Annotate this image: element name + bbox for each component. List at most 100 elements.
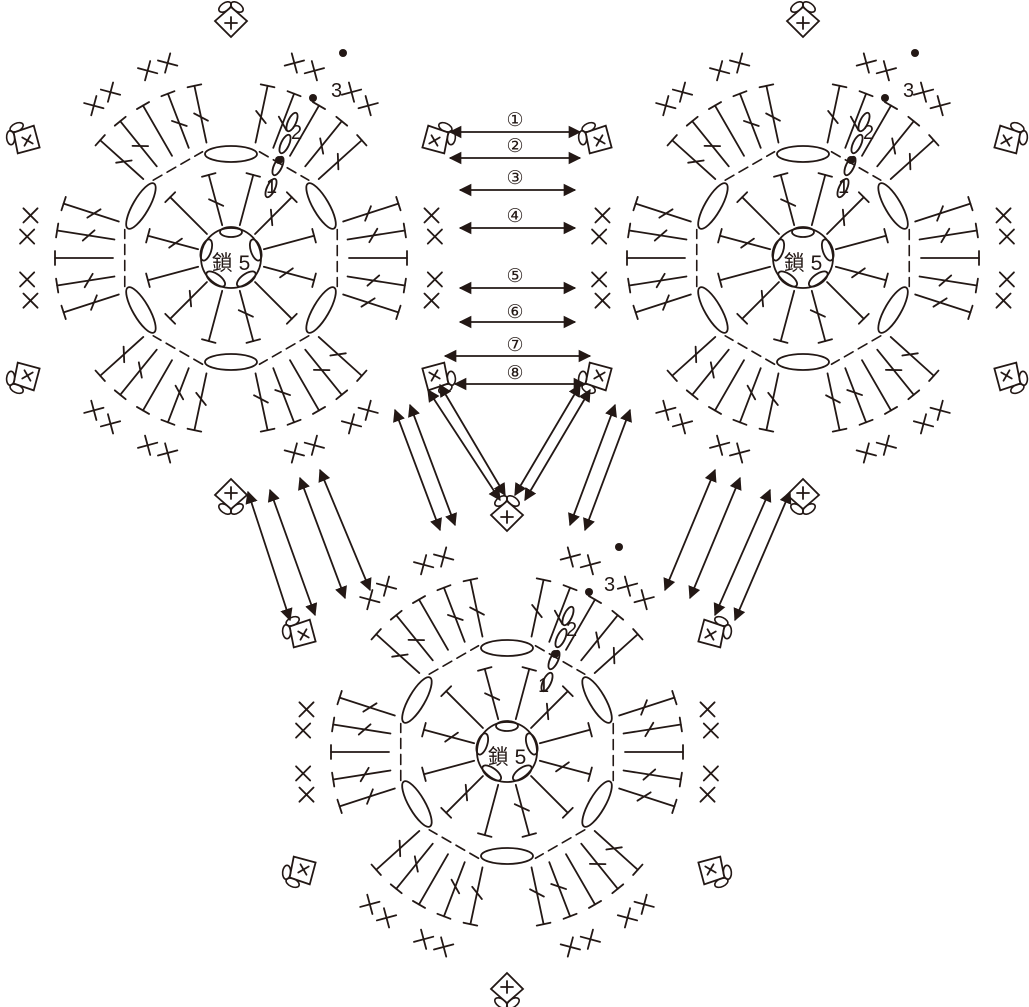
chain-stitch-symbol (873, 179, 913, 232)
chain-stitch-symbol (777, 354, 829, 370)
join-arrow (665, 470, 715, 590)
slip-stitch-dot (881, 94, 889, 102)
double-crochet-symbol (165, 192, 212, 239)
join-arrow (440, 385, 505, 495)
single-crochet-symbol (411, 552, 435, 576)
corner-picot-symbol (690, 849, 738, 895)
single-crochet-symbol (431, 545, 455, 569)
double-crochet-symbol (886, 332, 938, 381)
chain-stitch-symbol (301, 179, 341, 232)
single-crochet-symbol (82, 93, 106, 117)
round-label-2: 2 (566, 619, 577, 641)
corner-picot-symbol (571, 355, 619, 401)
double-crochet-symbol (538, 723, 592, 750)
chain-stitch-symbol (397, 777, 437, 830)
chain-stitch-symbol (873, 283, 913, 336)
round-label-1: 1 (266, 176, 277, 198)
single-crochet-symbol (911, 412, 935, 436)
chain-stitch-symbol (397, 673, 437, 726)
double-crochet-symbol (543, 860, 577, 919)
double-crochet-symbol (441, 686, 488, 733)
double-crochet-symbol (146, 260, 200, 287)
double-crochet-symbol (202, 173, 229, 227)
double-crochet-symbol (437, 585, 471, 644)
single-crochet-symbol (374, 574, 398, 598)
chain-segment (153, 152, 202, 180)
single-crochet-symbol (292, 780, 320, 808)
double-crochet-symbol (918, 224, 977, 247)
double-crochet-symbol (805, 289, 832, 343)
corner-picot-symbol (986, 115, 1029, 161)
single-crochet-symbol (16, 201, 44, 229)
chain-stitch-symbol (205, 146, 257, 162)
double-crochet-symbol (509, 783, 536, 837)
chain-stitch-symbol (121, 179, 161, 232)
double-crochet-symbol (349, 251, 407, 265)
double-crochet-symbol (628, 270, 687, 293)
double-crochet-symbol (478, 667, 505, 721)
single-crochet-symbol (155, 51, 179, 75)
double-crochet-symbol (617, 691, 676, 722)
chain-stitch-symbol (577, 673, 617, 726)
slip-stitch-dot (275, 156, 283, 164)
single-crochet-symbol (993, 222, 1021, 250)
single-crochet-symbol (874, 433, 898, 457)
single-crochet-symbol (670, 412, 694, 436)
corner-picot-symbol (275, 849, 323, 895)
double-crochet-symbol (332, 764, 391, 787)
single-crochet-symbol (98, 80, 122, 104)
double-crochet-symbol (202, 289, 229, 343)
double-crochet-symbol (525, 866, 551, 926)
double-crochet-symbol (834, 229, 888, 256)
double-crochet-symbol (337, 782, 396, 813)
round-label-3: 3 (903, 80, 914, 102)
double-crochet-symbol (526, 686, 573, 733)
double-crochet-symbol (161, 366, 195, 425)
single-crochet-symbol (585, 222, 613, 250)
double-crochet-symbol (733, 91, 767, 150)
round-label-3: 3 (331, 80, 342, 102)
single-crochet-symbol (82, 398, 106, 422)
double-crochet-symbol (233, 289, 260, 343)
single-crochet-symbol (358, 587, 382, 611)
slip-stitch-dot (585, 588, 593, 596)
corner-picot-symbol (0, 355, 48, 401)
double-crochet-symbol (56, 224, 115, 247)
double-crochet-symbol (422, 723, 476, 750)
single-crochet-symbol (289, 759, 317, 787)
join-arrow (248, 492, 290, 620)
single-crochet-symbol (16, 286, 44, 314)
double-crochet-symbol (617, 782, 676, 813)
round-label-2: 2 (291, 122, 302, 144)
double-crochet-symbol (921, 251, 979, 265)
single-crochet-symbol (302, 433, 326, 457)
double-crochet-symbol (526, 771, 573, 818)
single-crochet-symbol (707, 433, 731, 457)
center-ring-label: 鎖 5 (212, 252, 251, 275)
corner-picot-symbol (690, 609, 738, 655)
double-crochet-symbol (633, 288, 692, 319)
single-crochet-symbol (911, 80, 935, 104)
chain-segment (831, 336, 880, 364)
join-arrow (570, 405, 615, 525)
chain-segment (259, 336, 308, 364)
single-crochet-symbol (928, 398, 952, 422)
chain-segment (153, 336, 202, 364)
single-crochet-symbol (558, 545, 582, 569)
join-arrow (585, 410, 630, 530)
single-crochet-symbol (374, 906, 398, 930)
round-label-3: 3 (604, 574, 615, 596)
single-crochet-symbol (13, 265, 41, 293)
slip-stitch-dot (339, 49, 347, 57)
double-crochet-symbol (341, 197, 400, 228)
join-step-label-1: ① (506, 110, 523, 131)
join-arrow (715, 490, 770, 615)
chain-segment (535, 830, 584, 858)
single-crochet-symbol (588, 286, 616, 314)
single-crochet-symbol (993, 265, 1021, 293)
single-crochet-symbol (697, 759, 725, 787)
join-step-label-6: ⑥ (506, 302, 523, 323)
double-crochet-symbol (96, 135, 148, 184)
double-crochet-symbol (538, 754, 592, 781)
